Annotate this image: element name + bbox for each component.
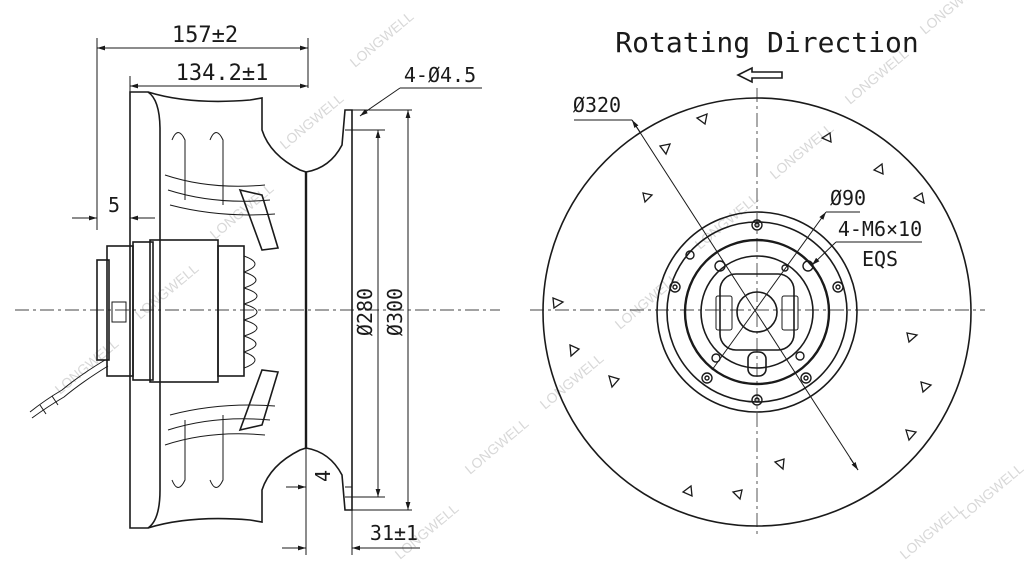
dim-impeller-dia: Ø320 — [573, 93, 859, 471]
watermark-text: LONGWELL — [917, 0, 987, 37]
dim-impeller-dia-label: Ø320 — [573, 93, 621, 117]
dim-flange-thk: 4 — [286, 470, 352, 490]
blade-top-outline — [147, 91, 307, 173]
dim-inner-dia: Ø280 — [353, 130, 381, 497]
hub-holes — [669, 219, 844, 406]
watermark-text: LONGWELL — [897, 500, 967, 562]
watermark-text: LONGWELL — [277, 90, 347, 152]
impeller-disk — [542, 97, 972, 527]
rotating-direction-title: Rotating Direction — [615, 26, 918, 59]
blade-bottom-ribs — [171, 415, 224, 488]
side-view: 157±2 134.2±1 4-Ø4.5 5 — [15, 23, 500, 555]
dim-flange-depth: 31±1 — [282, 448, 420, 555]
motor-cap — [96, 259, 110, 361]
motor-flange — [217, 245, 245, 377]
watermark-text: LONGWELL — [132, 260, 202, 322]
dim-holes-label: 4-Ø4.5 — [404, 63, 476, 87]
front-view: Rotating Direction — [530, 26, 985, 535]
dim-holes: 4-Ø4.5 — [359, 63, 482, 117]
motor-end — [106, 245, 134, 377]
watermark-text: LONGWELL — [957, 460, 1024, 522]
dim-offset: 5 — [72, 193, 155, 232]
blade-top-fin — [238, 188, 280, 251]
dim-inner-dia-label: Ø280 — [353, 288, 377, 336]
hub-ring-4 — [700, 255, 814, 369]
blade-bottom-outline — [147, 447, 307, 529]
dim-hub-dia-label: Ø90 — [830, 186, 866, 210]
dim-body-length-label: 134.2±1 — [176, 61, 269, 86]
watermark-text: LONGWELL — [52, 335, 122, 397]
watermark-text: LONGWELL — [767, 120, 837, 182]
dim-outer-dia-label: Ø300 — [383, 288, 407, 336]
cable-outline — [31, 365, 109, 419]
dim-screws-label: 4-M6×10 — [838, 217, 922, 241]
motor-slot-right — [781, 295, 799, 331]
motor-face — [719, 273, 795, 351]
dim-offset-label: 5 — [108, 193, 120, 217]
impeller-backplate — [129, 91, 161, 529]
cable — [29, 359, 106, 413]
watermark-text: LONGWELL — [462, 415, 532, 477]
dim-total-length-label: 157±2 — [172, 23, 238, 48]
dim-flange-depth-label: 31±1 — [370, 521, 418, 545]
blade-tips — [552, 112, 933, 501]
motor-slot-left — [715, 295, 733, 331]
motor-label-plate — [111, 301, 127, 323]
blade-top-ribs — [171, 132, 224, 205]
dim-flange-thk-label: 4 — [311, 470, 335, 482]
blade-bottom-fin — [238, 369, 280, 432]
hub-ring-3 — [683, 238, 831, 386]
blade-bottom-lines — [164, 404, 276, 446]
blade-top-lines — [164, 174, 276, 216]
dim-hub-dia: Ø90 — [711, 186, 866, 371]
impeller-side — [129, 91, 307, 529]
dim-screws-note: EQS — [862, 247, 898, 271]
dim-outer-dia: Ø300 — [383, 110, 411, 510]
motor-assembly — [29, 239, 258, 419]
dim-body-length: 134.2±1 — [129, 61, 308, 95]
motor-cooling-ribs — [243, 255, 258, 369]
shaft — [736, 291, 778, 333]
rotation-arrow-icon — [736, 66, 783, 84]
dim-total-length: 157±2 — [96, 23, 309, 230]
watermark-text: LONGWELL — [612, 270, 682, 332]
cable-gland — [747, 351, 767, 377]
watermark-text: LONGWELL — [692, 190, 762, 252]
watermark-text: LONGWELL — [537, 350, 607, 412]
watermark-text: LONGWELL — [347, 8, 417, 70]
dim-screws: 4-M6×10 EQS — [811, 217, 922, 271]
motor-ring — [132, 241, 154, 381]
hub-outer-ring — [656, 211, 858, 413]
flange-profile — [305, 109, 353, 511]
